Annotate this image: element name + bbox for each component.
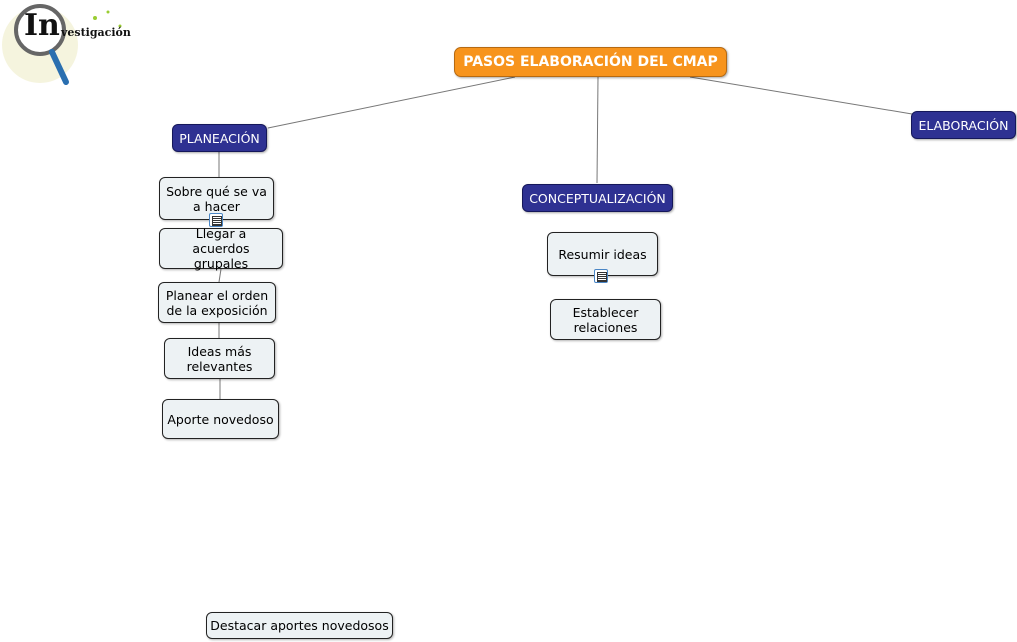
resource-icon[interactable] [594, 269, 608, 283]
link-root-elaboracion [689, 76, 913, 115]
concept-elaboracion[interactable]: ELABORACIÓN [911, 111, 1016, 139]
concept-destacar-aportes[interactable]: Destacar aportes novedosos [206, 612, 393, 639]
concept-establecer-relaciones[interactable]: Establecer relaciones [550, 299, 661, 340]
link-root-conceptualizacion [596, 76, 599, 184]
concept-aporte-novedoso[interactable]: Aporte novedoso [162, 399, 279, 439]
link-planeacion-items-2 [218, 268, 222, 283]
logo-big: In [24, 8, 60, 43]
concept-sobre-que[interactable]: Sobre qué se va a hacer [159, 177, 274, 220]
concept-planear-orden[interactable]: Planear el orden de la exposición [158, 282, 276, 323]
logo-rest: vestigación [61, 26, 131, 39]
magnifier-icon [2, 4, 122, 85]
root-concept[interactable]: PASOS ELABORACIÓN DEL CMAP [454, 47, 727, 77]
concept-planeacion[interactable]: PLANEACIÓN [172, 124, 267, 152]
link-root-planeacion [267, 76, 516, 129]
concept-conceptualizacion[interactable]: CONCEPTUALIZACIÓN [522, 184, 673, 212]
investigacion-logo: In vestigación [0, 0, 140, 95]
concept-ideas-relevantes[interactable]: Ideas más relevantes [164, 338, 275, 379]
resource-icon[interactable] [209, 213, 223, 227]
concept-llegar-acuerdos[interactable]: Llegar a acuerdos grupales [159, 226, 283, 271]
